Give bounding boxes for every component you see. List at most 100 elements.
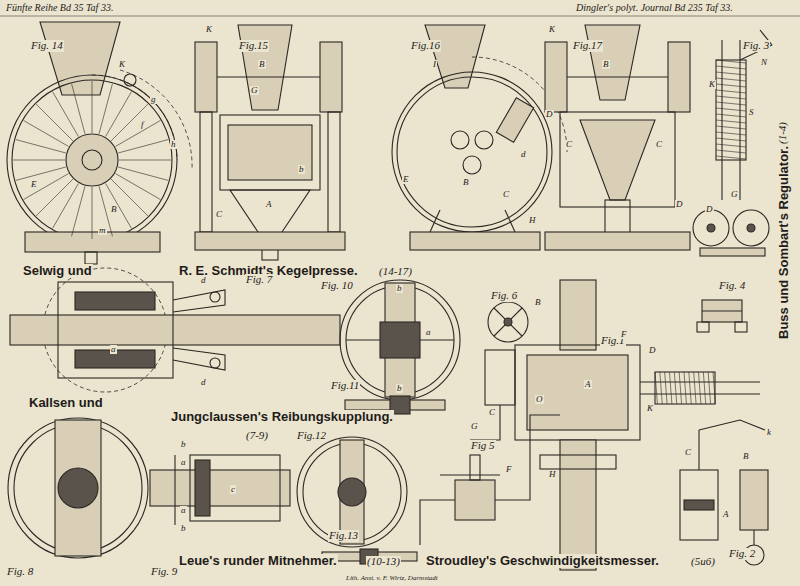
cone-press-side [463, 156, 481, 174]
regulator-section [655, 372, 715, 404]
cone-press-section [7, 75, 177, 245]
cone-press-side [410, 232, 540, 250]
regulator-section [485, 350, 515, 405]
coupling-wheel [8, 418, 148, 558]
spring-coil [684, 372, 686, 404]
regulator-cylinder [753, 530, 754, 545]
regulator-side [693, 210, 729, 246]
cone-press-side [392, 25, 567, 250]
cone-press-section [24, 121, 69, 147]
part-letter: a [180, 458, 187, 467]
friction-coupling-section [58, 282, 173, 378]
regulator-side [716, 60, 746, 160]
part-letter: K [205, 25, 213, 34]
spring-coil [689, 372, 691, 404]
cone-press-section-front [545, 232, 690, 250]
cone-press-section [25, 232, 160, 252]
part-letter: B [258, 60, 266, 69]
cone-press-front [195, 42, 217, 112]
spring-coil [708, 372, 710, 404]
part-letter: k [766, 428, 772, 437]
part-letter: G [730, 190, 739, 199]
cone-press-section [115, 121, 160, 147]
regulator-section [560, 440, 596, 570]
spring-coil [660, 372, 662, 404]
part-letter: N [760, 58, 768, 67]
cone-press-section [99, 84, 112, 134]
regulator-side [733, 210, 769, 246]
part-letter: O [535, 395, 544, 404]
spring-coil [716, 108, 746, 111]
speed-gauge-pipe [470, 455, 480, 480]
cone-press-side [451, 131, 469, 149]
part-letter: a [110, 345, 117, 354]
part-letter: A [265, 200, 273, 209]
spring-coil [716, 90, 746, 93]
spring-coil [716, 132, 746, 135]
part-letter: H [548, 470, 557, 479]
cone-press-section-front [668, 42, 690, 112]
regulator-side [707, 224, 715, 232]
spring-coil [716, 126, 746, 129]
plate-border [0, 15, 800, 16]
spring-coil [716, 120, 746, 123]
cone-press-section-front [545, 25, 690, 250]
cone-press-front [238, 25, 292, 110]
speed-gauge-pipe [420, 500, 455, 545]
cone-press-section [85, 252, 97, 264]
part-letter: A [584, 380, 592, 389]
spring-coil [716, 156, 746, 159]
part-letter: K [708, 80, 716, 89]
figure-caption: Jungclaussen's Reibungskupplung. [170, 410, 394, 424]
friction-coupling-section [10, 315, 340, 345]
plate-note: (1-4) [777, 121, 789, 145]
figure-number: Fig.16 [410, 40, 441, 52]
part-letter: b [298, 165, 305, 174]
spring-coil [716, 150, 746, 153]
part-letter: F [620, 330, 628, 339]
part-letter: b [180, 440, 187, 449]
cone-press-front [195, 232, 345, 250]
cone-press-section [13, 160, 65, 161]
regulator-side [693, 30, 772, 256]
spring-coil [655, 372, 715, 404]
part-letter: I [432, 60, 437, 69]
speed-gauge-pipe [440, 474, 500, 475]
spring-coil [694, 372, 696, 404]
cone-press-section [118, 167, 168, 180]
part-letter: f [140, 120, 145, 129]
part-letter: b [180, 524, 187, 533]
part-letter: D [705, 205, 714, 214]
cone-press-section-front [545, 42, 567, 112]
cone-press-front [217, 76, 320, 77]
figure-number: Fig.12 [296, 430, 327, 442]
figure-number: Fig. 9 [150, 566, 178, 578]
part-letter: d [200, 276, 207, 285]
figure-number: Fig. 14 [30, 40, 64, 52]
cone-press-section [120, 70, 192, 170]
coupling-plan [195, 460, 210, 516]
spring-coil [674, 372, 676, 404]
cone-press-section [53, 92, 79, 137]
cone-press-side [496, 98, 533, 143]
regulator-side [747, 224, 755, 232]
coupling-wheel [8, 418, 148, 558]
part-letter: C [655, 140, 663, 149]
part-letter: S [748, 108, 755, 117]
figure-caption: Buss und Sombart's Regulator. [777, 145, 791, 340]
speed-gauge-dial [504, 318, 512, 326]
part-letter: b [396, 284, 403, 293]
part-letter: h [170, 140, 177, 149]
cone-press-front [220, 115, 320, 190]
part-letter: C [684, 448, 692, 457]
figure-number: Fig.11 [330, 380, 360, 392]
part-letter: E [30, 180, 38, 189]
spring-coil [716, 60, 746, 159]
cone-press-section [118, 140, 168, 153]
figure-number: Fig.15 [238, 40, 269, 52]
regulator-cylinder [740, 470, 768, 530]
cone-press-section [111, 104, 148, 141]
part-letter: B [462, 178, 470, 187]
cone-press-section-front [567, 76, 668, 77]
speed-gauge-pipe [420, 415, 560, 545]
